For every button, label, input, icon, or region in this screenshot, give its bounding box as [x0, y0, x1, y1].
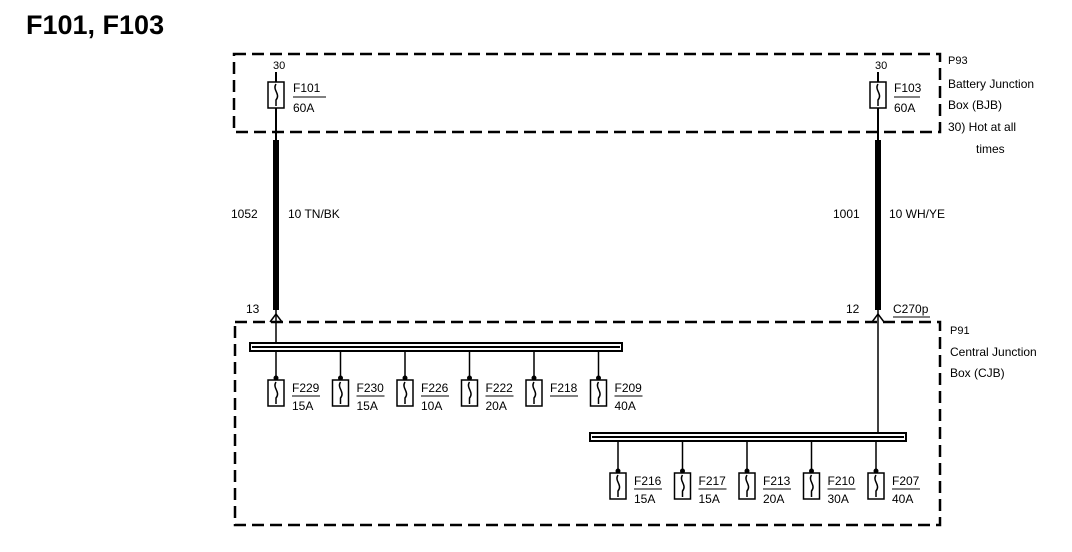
- fuse-f218-icon: [525, 379, 543, 407]
- bjb-name-line1: Battery Junction: [948, 77, 1034, 91]
- fuse-link: [680, 474, 685, 497]
- cjb-code: P91: [950, 325, 970, 337]
- cjb-box: [233, 320, 942, 527]
- fuse-f209-rating: 40A: [615, 399, 636, 413]
- fuse-f229-id: F229: [292, 381, 320, 395]
- cjb-name-line2: Box (CJB): [950, 366, 1005, 380]
- connector-pin-12: 12: [846, 302, 860, 316]
- bjb-code: P93: [948, 55, 968, 67]
- fuse-f101-rating: 60A: [293, 101, 314, 115]
- page-title: F101, F103: [26, 10, 165, 40]
- fuse-f222-rating: 20A: [486, 399, 507, 413]
- fuse-pin-label: 30: [273, 60, 285, 72]
- fuse-f230-rating: 15A: [357, 399, 378, 413]
- fuse-f222-icon: [460, 379, 479, 407]
- fuse-f213-icon: [738, 472, 756, 500]
- wire-circuit-1052: 1052: [231, 207, 258, 221]
- wire-spec-1001: 10 WH/YE: [889, 207, 945, 221]
- connector-id: C270p: [893, 302, 929, 316]
- fuse-f218-id: F218: [550, 381, 578, 395]
- bjb-note-line1: 30) Hot at all: [948, 120, 1016, 134]
- fuse-link: [403, 381, 408, 404]
- fuse-f101-id: F101: [293, 81, 321, 95]
- bjb-note-line2: times: [976, 142, 1005, 156]
- fuse-link: [274, 83, 279, 106]
- fuse-f210-id: F210: [828, 474, 856, 488]
- fuse-link: [338, 381, 343, 404]
- connector-pin-symbol: [871, 312, 885, 323]
- fuse-f217-rating: 15A: [699, 492, 720, 506]
- wire-spec-1052: 10 TN/BK: [288, 207, 340, 221]
- fuse-f103-rating: 60A: [894, 101, 915, 115]
- fuse-f226-id: F226: [421, 381, 449, 395]
- fuse-f226-icon: [396, 379, 414, 407]
- fuse-f213-rating: 20A: [763, 492, 784, 506]
- fuse-f226-rating: 10A: [421, 399, 442, 413]
- fuse-f207-icon: [867, 472, 885, 500]
- fuse-f229-icon: [267, 379, 285, 407]
- fuse-f216-icon: [609, 472, 627, 500]
- connector-pin-symbol: [269, 312, 283, 323]
- fuse-f229-rating: 15A: [292, 399, 313, 413]
- fuse-link: [274, 381, 279, 404]
- fuse-link: [745, 474, 750, 497]
- fuse-f213-id: F213: [763, 474, 791, 488]
- fuse-link: [876, 83, 881, 106]
- fuse-f217-id: F217: [699, 474, 727, 488]
- fuse-f216-rating: 15A: [634, 492, 655, 506]
- fuse-link: [532, 381, 537, 404]
- fuse-f210-rating: 30A: [828, 492, 849, 506]
- fuse-link: [596, 381, 601, 404]
- fuse-f216-id: F216: [634, 474, 662, 488]
- bjb-box: [232, 52, 942, 134]
- fuse-f207-id: F207: [892, 474, 920, 488]
- fuse-link: [616, 474, 621, 497]
- fuse-link: [874, 474, 879, 497]
- fuse-f230-id: F230: [357, 381, 385, 395]
- fuse-f209-id: F209: [615, 381, 643, 395]
- fuse-f230-icon: [331, 379, 350, 407]
- fuse-f210-icon: [802, 472, 821, 500]
- fuse-f222-id: F222: [486, 381, 514, 395]
- fuse-f207-rating: 40A: [892, 492, 913, 506]
- bjb-name-line2: Box (BJB): [948, 98, 1002, 112]
- fuse-f217-icon: [673, 472, 692, 500]
- cjb-name-line1: Central Junction: [950, 345, 1037, 359]
- connector-pin-13: 13: [246, 302, 260, 316]
- fuse-link: [809, 474, 814, 497]
- fuse-f209-icon: [589, 379, 608, 407]
- fuse-link: [467, 381, 472, 404]
- fuse-pin-label: 30: [875, 60, 887, 72]
- wire-circuit-1001: 1001: [833, 207, 860, 221]
- fuse-f103-id: F103: [894, 81, 922, 95]
